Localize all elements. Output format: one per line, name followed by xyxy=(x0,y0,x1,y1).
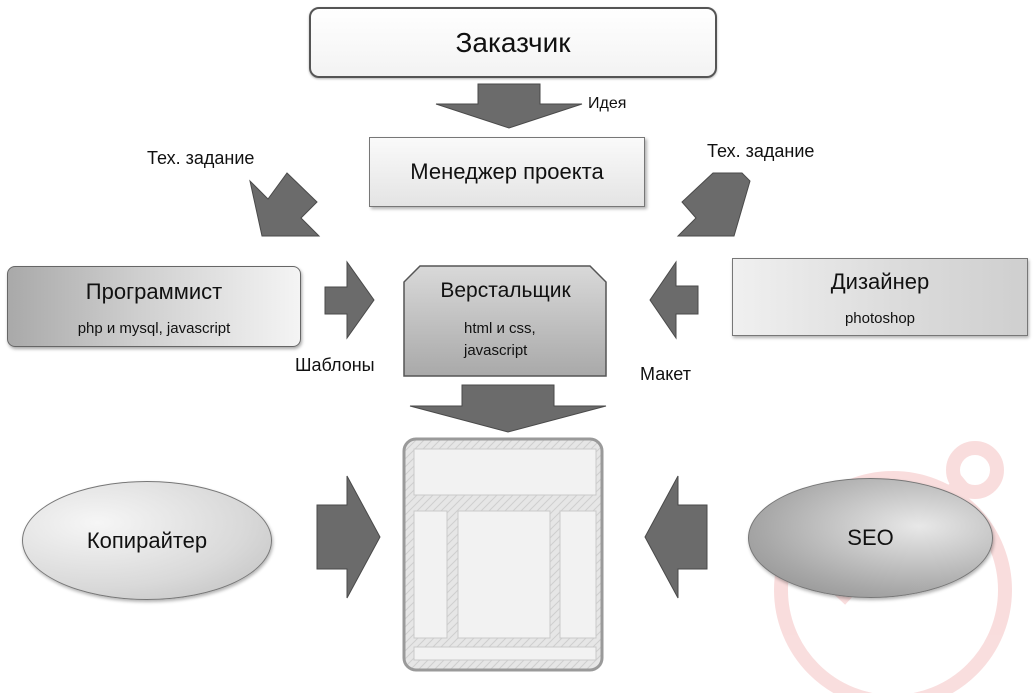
node-programmer-skills: php и mysql, javascript xyxy=(77,320,231,337)
node-layout-designer: Верстальщик html и css, javascript xyxy=(404,265,607,377)
arrow-manager-to-programmer xyxy=(249,172,321,237)
arrow-client-to-manager xyxy=(435,83,583,129)
node-designer: Дизайнер photoshop xyxy=(732,258,1028,336)
arrow-layout-to-website xyxy=(409,384,607,433)
node-copywriter: Копирайтер xyxy=(22,481,272,600)
arrow-programmer-to-layout xyxy=(324,260,375,340)
layout-designer-shape xyxy=(403,265,607,377)
node-client: Заказчик xyxy=(309,7,717,78)
node-seo: SEO xyxy=(748,478,993,598)
arrow-manager-to-designer xyxy=(676,172,751,237)
node-layout-designer-skills: html и css, javascript xyxy=(464,318,536,362)
node-layout-designer-skills-line2: javascript xyxy=(464,342,528,359)
node-manager: Менеджер проекта xyxy=(369,137,645,207)
edge-label-mockup: Макет xyxy=(640,364,691,384)
edge-label-tech-spec-right: Тех. задание xyxy=(707,141,815,161)
node-layout-designer-title: Верстальщик xyxy=(440,279,571,302)
arrow-designer-to-layout xyxy=(649,260,699,340)
node-designer-skills: photoshop xyxy=(844,310,916,327)
node-manager-label: Менеджер проекта xyxy=(410,159,604,184)
website-layout-icon xyxy=(402,437,604,672)
edge-label-tech-spec-left: Тех. задание xyxy=(147,148,255,168)
edge-label-templates: Шаблоны xyxy=(295,355,375,375)
arrow-copywriter-to-website xyxy=(316,475,381,599)
node-programmer-title: Программист xyxy=(85,279,223,304)
node-copywriter-label: Копирайтер xyxy=(86,527,208,553)
node-seo-label: SEO xyxy=(847,525,894,550)
node-designer-title: Дизайнер xyxy=(830,269,930,294)
node-programmer: Программист php и mysql, javascript xyxy=(7,266,301,347)
edge-label-idea: Идея xyxy=(588,95,627,112)
arrow-seo-to-website xyxy=(644,475,708,599)
node-client-label: Заказчик xyxy=(455,26,571,58)
node-layout-designer-skills-line1: html и css, xyxy=(464,320,536,337)
